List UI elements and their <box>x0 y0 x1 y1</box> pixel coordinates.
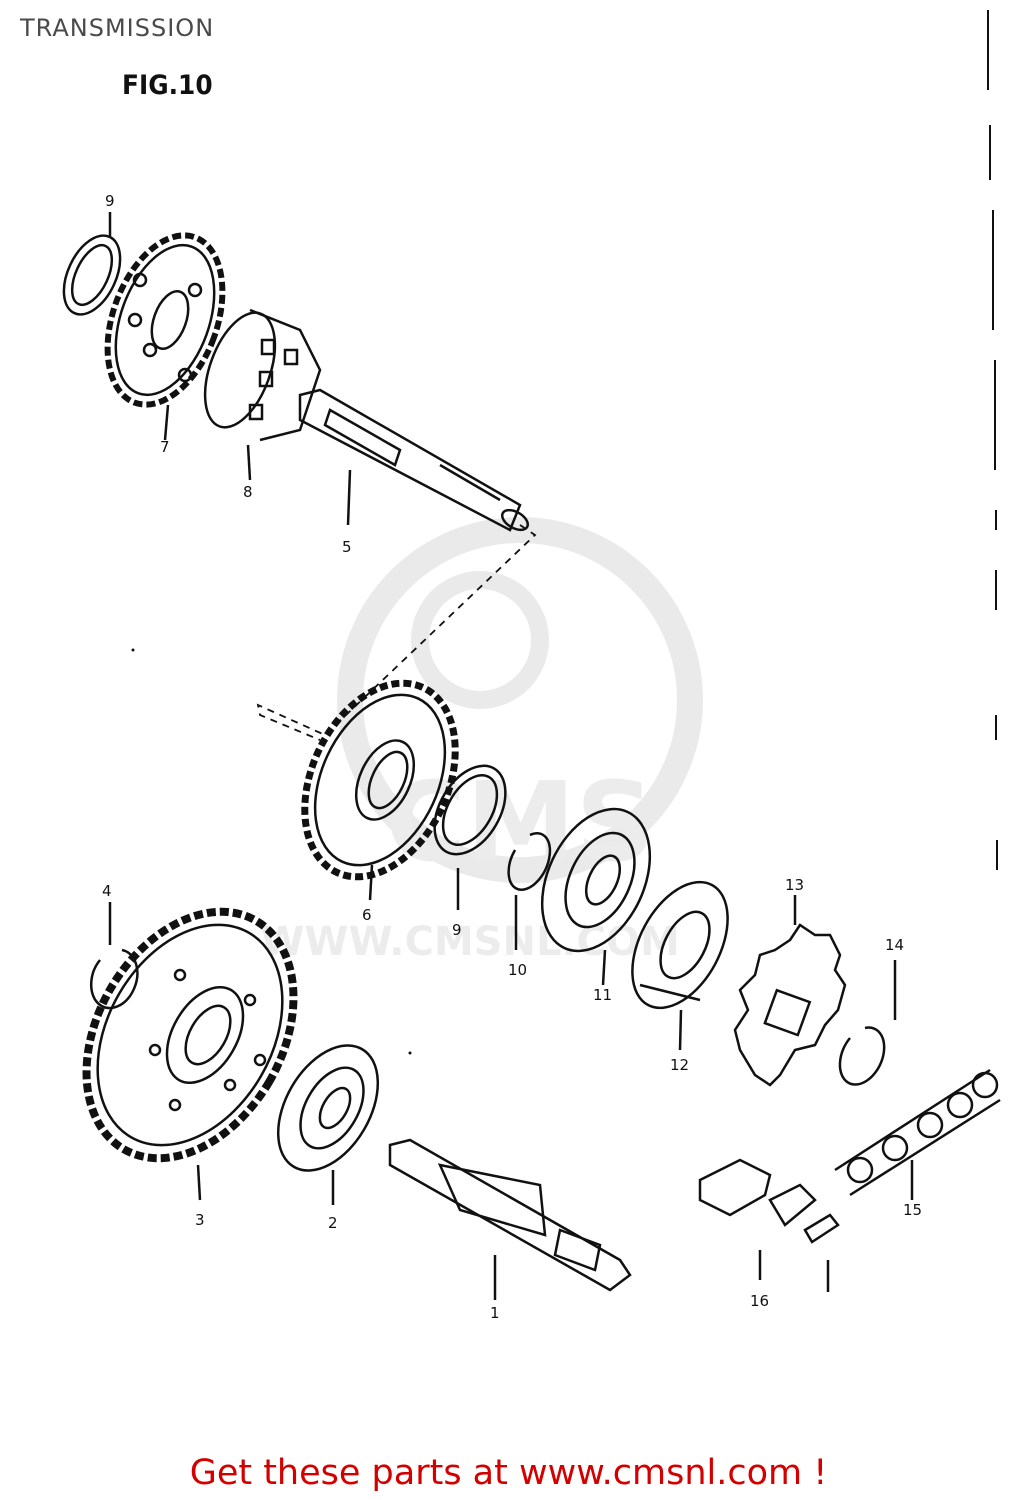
part-8-dog-gear <box>203 308 322 481</box>
part-1-driveshaft <box>388 1138 632 1300</box>
callout-1: 1 <box>490 1304 500 1322</box>
callout-4: 4 <box>102 882 112 900</box>
callout-11: 11 <box>593 986 612 1004</box>
callout-labels: 9 7 8 5 6 9 10 4 11 12 13 14 3 2 1 15 16 <box>102 192 922 1322</box>
part-9-washer-top <box>62 212 122 316</box>
callout-7: 7 <box>160 438 170 456</box>
callout-3: 3 <box>195 1211 205 1229</box>
watermark-cms-text: CMS <box>385 758 654 886</box>
callout-12: 12 <box>670 1056 689 1074</box>
part-2-bearing <box>276 1044 380 1205</box>
part-12-oil-seal <box>631 880 729 1051</box>
part-11-bearing <box>540 807 652 986</box>
edge-marks <box>987 10 998 870</box>
callout-6: 6 <box>362 906 372 924</box>
footer-cta-link[interactable]: Get these parts at www.cmsnl.com ! <box>189 1453 828 1493</box>
stray-dot <box>408 1051 412 1055</box>
callout-13: 13 <box>785 876 804 894</box>
callout-2: 2 <box>328 1214 338 1232</box>
part-15-drive-chain <box>834 1068 1001 1200</box>
watermark-logo: CMS WWW.CMSNL.COM <box>260 517 703 965</box>
callout-8: 8 <box>243 483 253 501</box>
leader-dashed <box>256 524 537 741</box>
part-3-primary-gear <box>82 907 298 1201</box>
part-14-circlip <box>838 960 897 1086</box>
part-7-gear <box>104 232 226 441</box>
callout-15: 15 <box>903 1201 922 1219</box>
stray-dot <box>131 648 135 652</box>
part-9-washer-lower <box>433 764 507 910</box>
page-title: TRANSMISSION <box>20 14 215 42</box>
exploded-parts-diagram: CMS WWW.CMSNL.COM <box>62 10 1001 1322</box>
callout-10: 10 <box>508 961 527 979</box>
part-10-circlip <box>507 832 552 950</box>
callout-16: 16 <box>750 1292 769 1310</box>
callout-5: 5 <box>342 538 352 556</box>
part-16-master-link <box>698 1158 840 1292</box>
callout-9-top: 9 <box>105 192 115 210</box>
callout-14: 14 <box>885 936 904 954</box>
part-13-sprocket <box>733 895 847 1087</box>
watermark-url-text: WWW.CMSNL.COM <box>260 919 680 965</box>
figure-label: FIG.10 <box>122 70 213 101</box>
part-5-countershaft <box>298 388 530 532</box>
callout-9-lower: 9 <box>452 921 462 939</box>
part-6-gear <box>301 679 459 901</box>
